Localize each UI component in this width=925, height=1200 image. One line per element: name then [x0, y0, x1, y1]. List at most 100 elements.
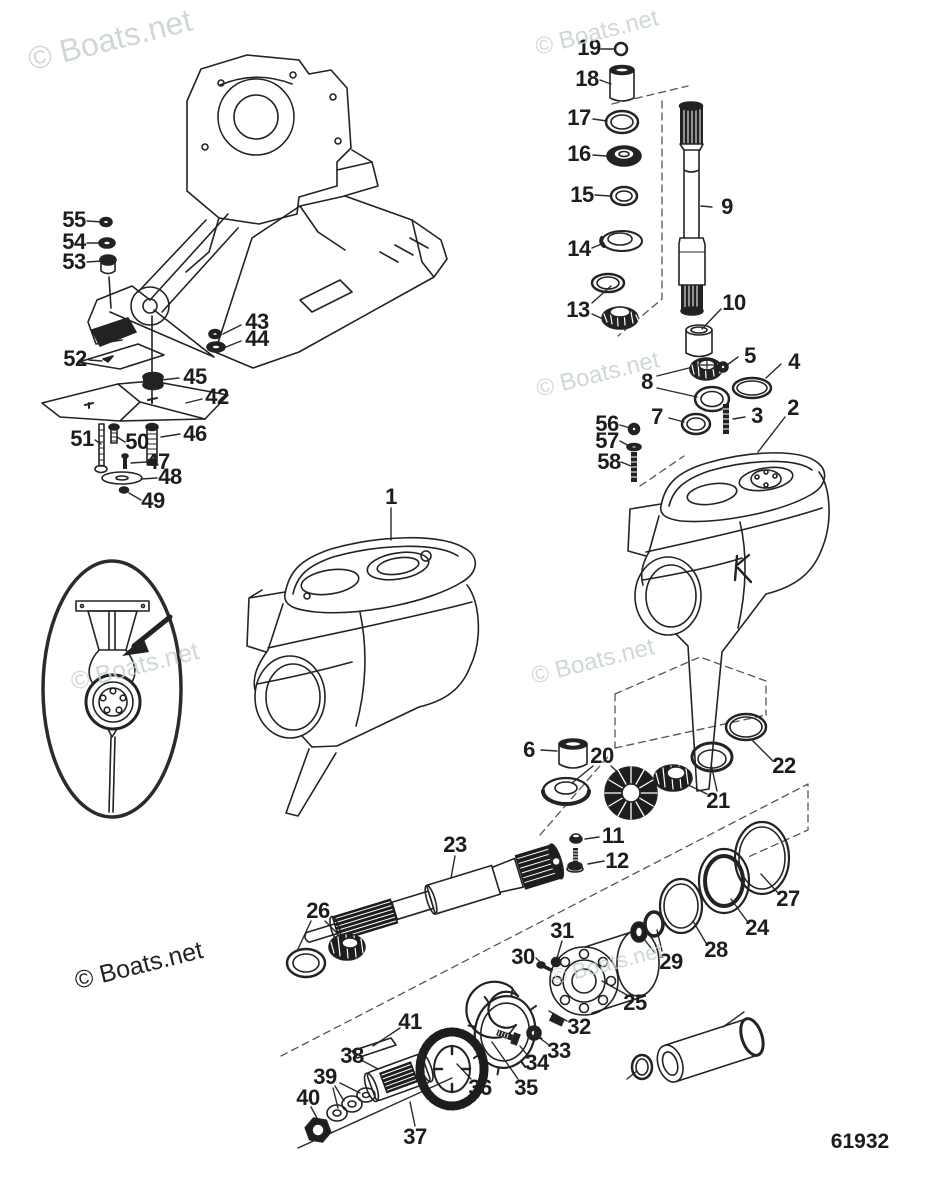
part-51-bolt — [95, 424, 107, 473]
part-22-oring — [726, 714, 766, 740]
callout-16: 16 — [567, 141, 591, 166]
part-21-bearing-race — [654, 743, 732, 791]
callout-8: 8 — [641, 369, 653, 394]
callout-20: 20 — [590, 743, 614, 768]
callout-26: 26 — [306, 898, 330, 923]
callout-15: 15 — [570, 182, 594, 207]
part-49-screw — [120, 487, 129, 493]
callout-3: 3 — [751, 403, 763, 428]
callout-30: 30 — [511, 944, 535, 969]
callout-23: 23 — [443, 832, 467, 857]
part-59-spacer — [653, 1016, 767, 1086]
callout-52: 52 — [63, 346, 87, 371]
callout-9: 9 — [721, 194, 733, 219]
part-41-key — [352, 1038, 396, 1058]
callout-36: 36 — [468, 1075, 492, 1100]
diagram-code: 61932 — [830, 1130, 890, 1153]
callout-41: 41 — [398, 1009, 422, 1034]
part-36-clutch-ring — [420, 1032, 484, 1106]
part-31-ball — [552, 958, 561, 967]
part-25-bearing-carrier — [550, 930, 659, 1015]
part-11-nut — [570, 834, 582, 843]
part-16-seal — [607, 146, 641, 166]
upper-drive-assembly — [88, 55, 447, 401]
part-29-seals — [631, 912, 663, 942]
part-28-oring — [660, 879, 702, 933]
part-5-nut — [718, 362, 728, 372]
part-39-washers — [327, 1088, 375, 1121]
callout-49: 49 — [141, 488, 165, 513]
part-60-oring — [632, 1055, 652, 1079]
callout-4: 4 — [788, 349, 800, 374]
callout-29: 29 — [659, 949, 683, 974]
part-55 — [100, 218, 112, 227]
callout-53: 53 — [62, 249, 86, 274]
part-20-washer-gear — [543, 767, 657, 819]
callout-56: 56 — [595, 411, 619, 436]
callout-38: 38 — [340, 1043, 364, 1068]
callout-34: 34 — [525, 1050, 549, 1075]
part-15-oring — [611, 187, 637, 205]
part-3-stud — [723, 404, 729, 434]
part-4-oring — [733, 378, 771, 398]
part-48-disc — [102, 472, 142, 484]
part-12-bolt — [567, 848, 583, 872]
callout-40: 40 — [296, 1085, 320, 1110]
part-35-tab-washer — [461, 983, 549, 1081]
inset-detail-view — [43, 561, 181, 817]
part-9-driveshaft — [679, 102, 705, 315]
callout-28: 28 — [704, 937, 728, 962]
inset-arrow-icon — [122, 617, 170, 656]
part-42-plate — [42, 381, 228, 421]
part-40-nut — [303, 1117, 332, 1143]
callout-48: 48 — [158, 464, 182, 489]
callout-17: 17 — [567, 105, 591, 130]
callout-21: 21 — [706, 788, 730, 813]
callout-12: 12 — [605, 848, 629, 873]
part-23-propshaft — [300, 843, 566, 956]
callout-31: 31 — [550, 918, 574, 943]
callout-2: 2 — [787, 395, 799, 420]
part-2-gear-housing — [628, 453, 829, 791]
callout-1: 1 — [385, 484, 397, 509]
callout-55: 55 — [62, 207, 86, 232]
callout-50: 50 — [125, 429, 149, 454]
callout-57: 57 — [595, 428, 619, 453]
callout-22: 22 — [772, 753, 796, 778]
callout-58: 58 — [597, 449, 621, 474]
callout-27: 27 — [776, 886, 800, 911]
part-19-ring — [615, 43, 627, 55]
part-26-bearing-set — [287, 934, 365, 977]
callout-35: 35 — [514, 1075, 538, 1100]
part-43 — [209, 330, 221, 339]
callout-24: 24 — [745, 915, 769, 940]
callout-13: 13 — [566, 297, 590, 322]
callout-46: 46 — [183, 421, 207, 446]
part-53 — [100, 255, 116, 308]
part-18-bushing — [610, 66, 634, 102]
part-14-washer — [601, 231, 642, 251]
part-57-washer — [627, 444, 641, 451]
part-8-bearing-assy — [690, 358, 729, 411]
part-54 — [99, 238, 115, 248]
part-46-bolt — [146, 424, 158, 466]
part-50-screw — [109, 424, 119, 443]
part-52-plate — [79, 344, 164, 369]
callout-25: 25 — [623, 990, 647, 1015]
callout-44: 44 — [245, 326, 269, 351]
callout-39: 39 — [313, 1064, 337, 1089]
callout-32: 32 — [567, 1014, 591, 1039]
part-44 — [207, 342, 225, 352]
part-34-bolt — [496, 1029, 521, 1046]
callout-14: 14 — [567, 236, 591, 261]
part-32-clamp — [466, 982, 566, 1038]
callout-19: 19 — [577, 35, 601, 60]
callout-18: 18 — [575, 66, 599, 91]
callout-11: 11 — [601, 823, 625, 848]
callout-45: 45 — [183, 364, 207, 389]
part-47-pin — [122, 454, 128, 469]
dashed-guides — [281, 86, 808, 1056]
part-10-sleeve — [686, 325, 712, 357]
